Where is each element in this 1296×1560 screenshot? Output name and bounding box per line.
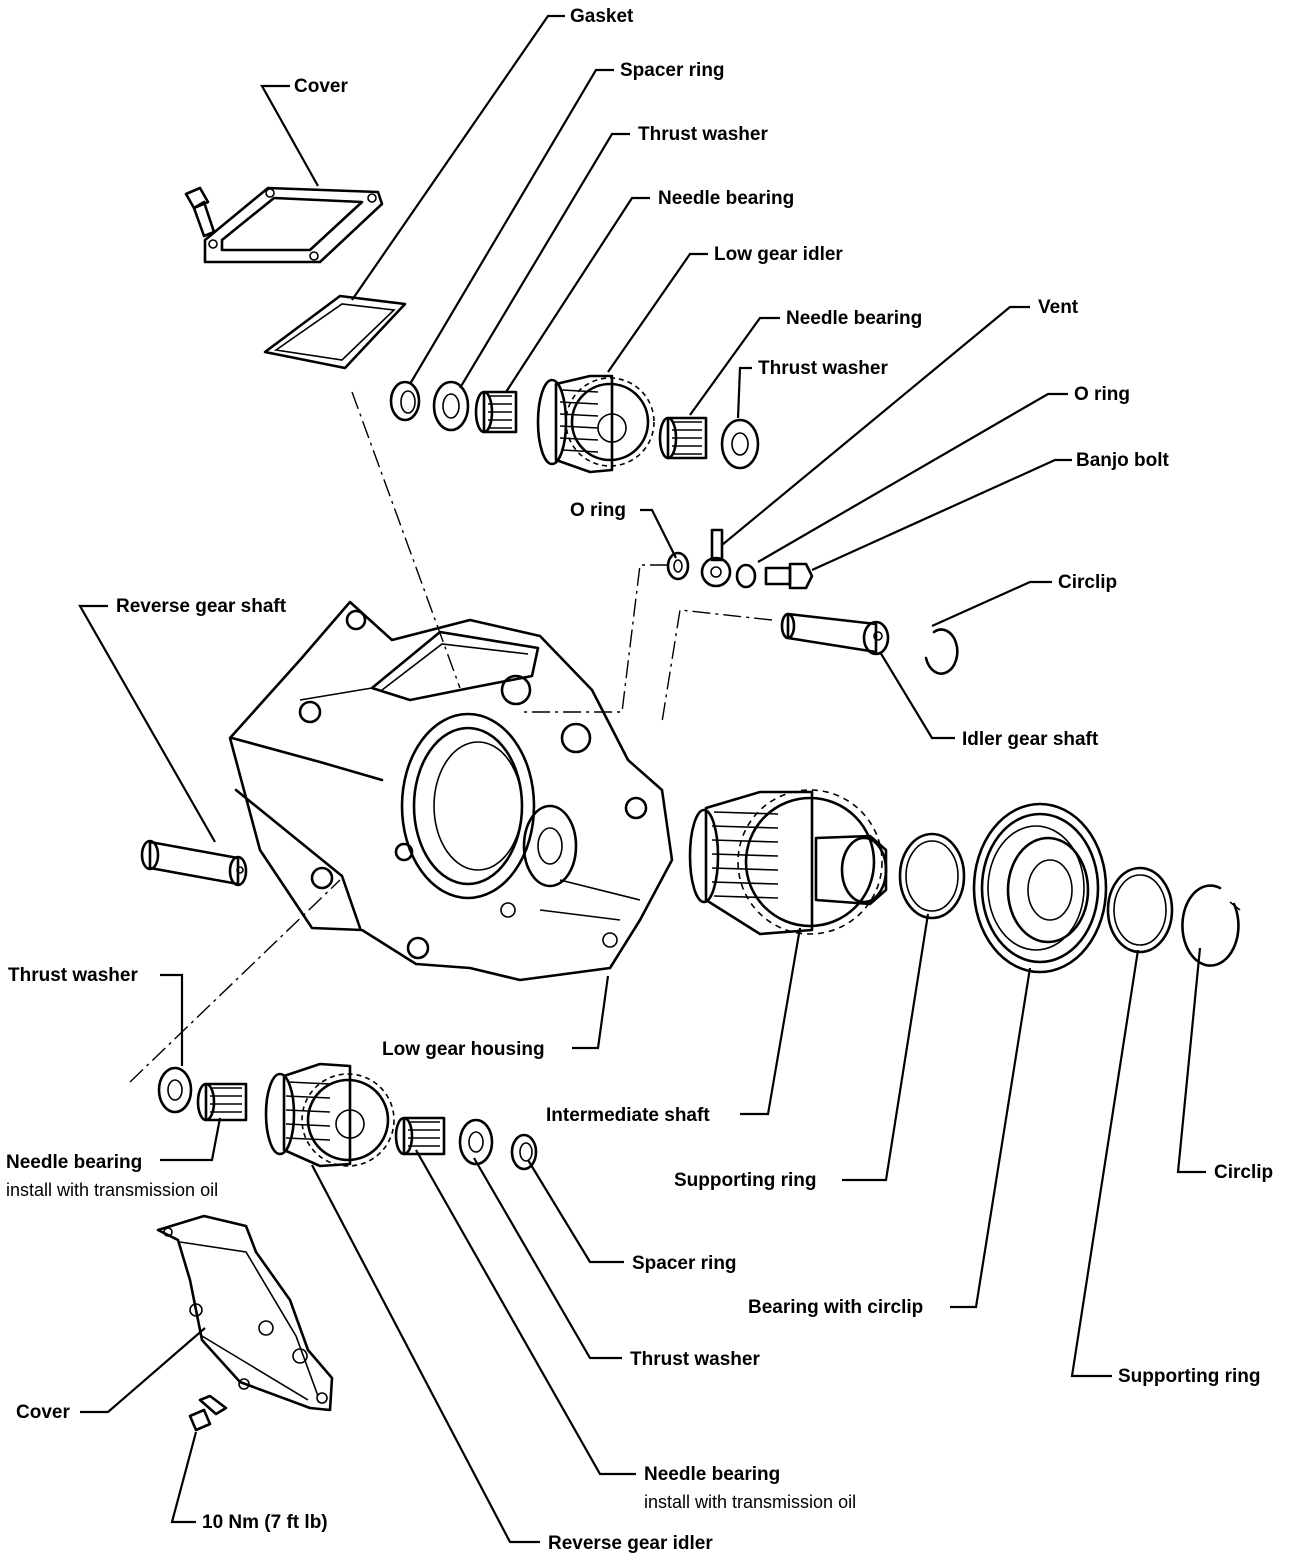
o-ring-right: [735, 563, 757, 589]
label-reverse-gear-shaft: Reverse gear shaft: [116, 596, 287, 617]
thrust-washer-top: [432, 380, 470, 432]
label-cover-top: Cover: [294, 76, 348, 97]
low-gear-idler: [536, 374, 655, 474]
label-thrust-washer-top2: Thrust washer: [758, 358, 888, 379]
label-intermediate-shaft: Intermediate shaft: [546, 1105, 710, 1126]
label-reverse-gear-idler: Reverse gear idler: [548, 1533, 713, 1554]
leader-lines: [78, 14, 1206, 1544]
gasket: [263, 294, 407, 370]
note-needle-bearing-bottom: install with transmission oil: [644, 1492, 856, 1512]
label-needle-bearing-top2: Needle bearing: [786, 308, 922, 329]
label-low-gear-housing: Low gear housing: [382, 1039, 545, 1060]
label-supporting-ring-1: Supporting ring: [674, 1170, 816, 1191]
vent: [700, 528, 732, 588]
label-circlip-top: Circlip: [1058, 572, 1117, 593]
bottom-cover: [156, 1214, 334, 1412]
label-torque: 10 Nm (7 ft lb): [202, 1512, 328, 1533]
supporting-ring-1: [898, 832, 966, 920]
note-needle-bearing-left: install with transmission oil: [6, 1180, 218, 1200]
supporting-ring-2: [1106, 866, 1174, 954]
label-gasket: Gasket: [570, 6, 634, 27]
reverse-gear-shaft: [140, 839, 248, 887]
label-needle-bearing-bottom: Needle bearing: [644, 1464, 780, 1485]
needle-bearing-top: [474, 390, 518, 434]
labels: Gasket Cover Spacer ring Thrust washer N…: [6, 6, 1273, 1554]
label-thrust-washer-bottom: Thrust washer: [630, 1349, 760, 1370]
circlip-right: [1181, 884, 1241, 967]
top-cover: [203, 186, 384, 264]
label-thrust-washer-top: Thrust washer: [638, 124, 768, 145]
label-spacer-ring-bottom: Spacer ring: [632, 1253, 737, 1274]
label-o-ring-left: O ring: [570, 500, 626, 521]
label-supporting-ring-2: Supporting ring: [1118, 1366, 1260, 1387]
o-ring-left: [666, 551, 690, 581]
label-idler-gear-shaft: Idler gear shaft: [962, 729, 1099, 750]
label-bearing-with-circlip: Bearing with circlip: [748, 1297, 923, 1318]
label-cover-bottom: Cover: [16, 1402, 70, 1423]
bearing-with-circlip: [972, 802, 1108, 974]
idler-gear-shaft: [780, 612, 890, 656]
low-gear-housing: [228, 600, 674, 982]
thrust-washer-left: [157, 1066, 193, 1114]
reverse-gear-idler: [264, 1062, 395, 1168]
needle-bearing-bottom: [394, 1116, 446, 1156]
cover-bolt-bottom: [188, 1394, 228, 1432]
label-needle-bearing-top: Needle bearing: [658, 188, 794, 209]
label-circlip-right: Circlip: [1214, 1162, 1273, 1183]
spacer-ring-bottom: [510, 1133, 538, 1171]
thrust-washer-bottom: [458, 1118, 494, 1166]
label-o-ring-right: O ring: [1074, 384, 1130, 405]
spacer-ring-top: [389, 380, 421, 422]
banjo-bolt: [764, 562, 814, 590]
label-needle-bearing-left: Needle bearing: [6, 1152, 142, 1173]
label-vent: Vent: [1038, 297, 1079, 318]
axis-lines: [129, 391, 773, 1083]
needle-bearing-top2: [658, 416, 708, 460]
label-banjo-bolt: Banjo bolt: [1076, 450, 1170, 471]
label-thrust-washer-left: Thrust washer: [8, 965, 138, 986]
circlip-top: [924, 628, 959, 675]
label-low-gear-idler: Low gear idler: [714, 244, 843, 265]
cover-bolt-top: [184, 186, 216, 238]
intermediate-shaft: [688, 789, 888, 936]
label-spacer-ring-top: Spacer ring: [620, 60, 725, 81]
needle-bearing-left: [196, 1082, 248, 1122]
thrust-washer-top2: [720, 418, 760, 470]
